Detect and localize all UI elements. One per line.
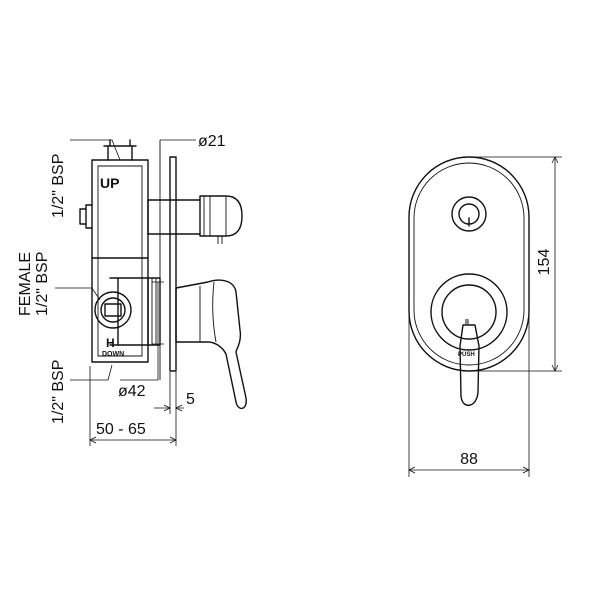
wall-plate	[169, 156, 177, 372]
up-marking: UP	[100, 175, 119, 191]
upper-diverter-stem	[147, 195, 243, 244]
top-inlet-fitting	[103, 145, 137, 161]
front-plate-outer	[408, 156, 530, 372]
front-view: II PUSH 154 88	[408, 156, 562, 477]
front-plate-inner	[413, 162, 525, 366]
diameter-42-label: ø42	[118, 383, 146, 400]
dim-width-extensions	[408, 300, 530, 477]
diverter-button-outer	[451, 196, 487, 232]
dim-5-line	[154, 372, 184, 414]
female-port	[94, 291, 132, 329]
height-154-label: 154	[536, 249, 553, 276]
female-bsp-label: 1/2" BSP	[34, 252, 51, 316]
dim-height-extensions	[470, 156, 562, 372]
leader-bsp-top	[70, 139, 121, 161]
leader-female	[55, 287, 101, 301]
diameter-21-label: ø21	[198, 133, 226, 150]
left-stub-upper	[85, 204, 93, 229]
width-88-label: 88	[460, 451, 478, 468]
side-view: UP H DOWN 1/2" BSP FEMALE 1/2" BSP 1/2" …	[17, 133, 247, 446]
thickness-5-label: 5	[186, 391, 195, 408]
handle-mark-bottom: PUSH	[458, 352, 475, 358]
lower-cartridge	[94, 277, 161, 346]
female-label: FEMALE	[17, 252, 34, 316]
h-marking: H	[106, 336, 115, 350]
dim-d42-line	[152, 281, 164, 345]
dim-depth-line	[89, 366, 177, 446]
bsp-top-label: 1/2" BSP	[50, 154, 67, 218]
handle-rosette-inner	[441, 284, 497, 340]
front-lever	[459, 324, 480, 406]
bsp-bottom-label: 1/2" BSP	[50, 360, 67, 424]
lever-handle	[175, 279, 247, 409]
depth-range-label: 50 - 65	[96, 421, 146, 438]
handle-mark-top: II	[465, 319, 469, 326]
leader-bsp-bottom	[70, 364, 113, 381]
down-marking: DOWN	[102, 351, 124, 358]
